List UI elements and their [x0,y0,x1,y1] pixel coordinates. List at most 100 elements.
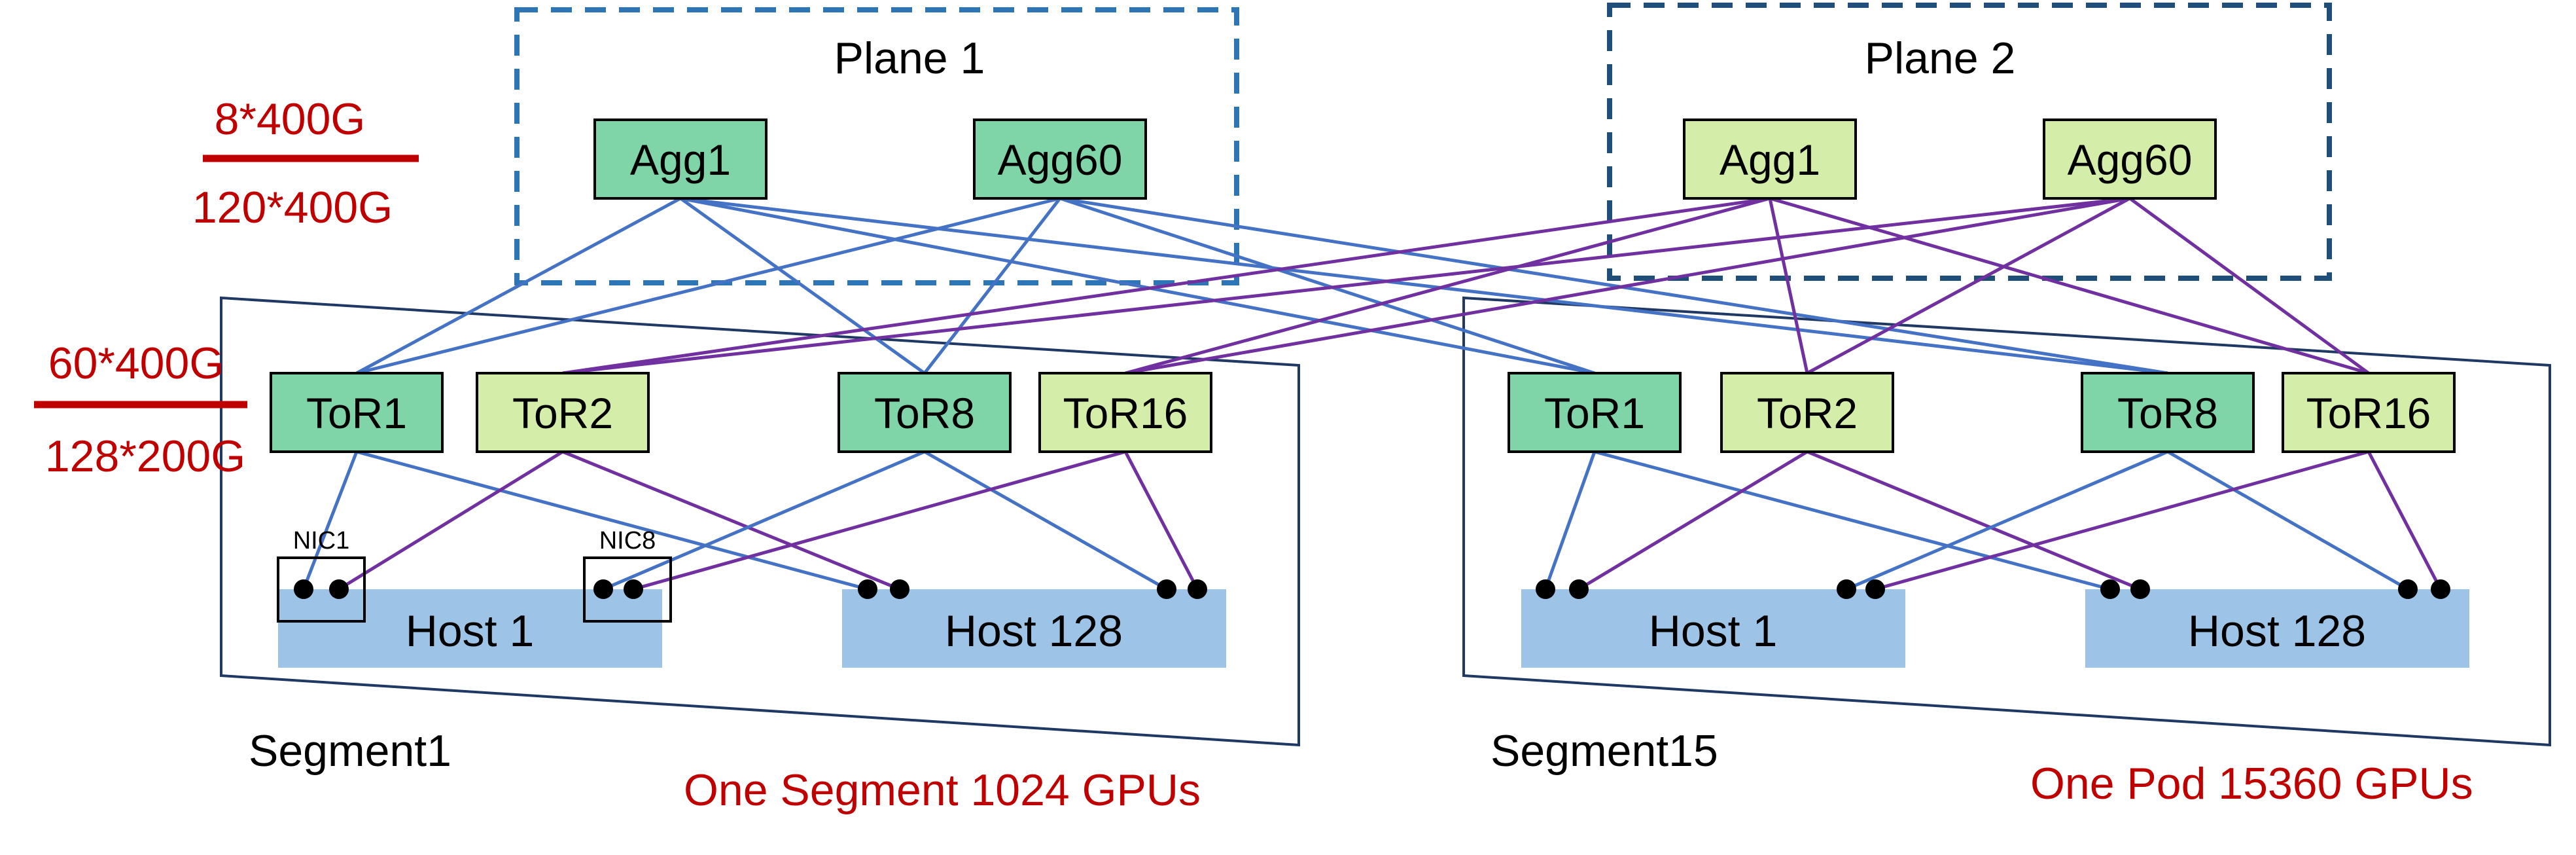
nic-port-dot [890,579,909,599]
switch-label: ToR2 [1757,389,1858,437]
plane2-link [562,196,1771,375]
switch-box [1508,372,1682,453]
plane1-link [1059,196,1595,375]
agg-switch-p1a60: Agg60 [973,118,1147,200]
switch-box [2282,372,2456,453]
plane1-link [1544,451,1597,590]
host-label: Host 1 [1649,606,1778,656]
nic-port-dot [858,579,877,599]
nic1-label: NIC1 [293,527,350,555]
switch-label: ToR16 [1063,389,1188,437]
switch-box [1720,372,1894,453]
plane2-link [1125,196,2130,375]
switch-label: Agg60 [2068,136,2193,184]
host-label: Host 1 [406,606,535,656]
plane2-link [1875,450,2369,591]
nic-port-dot [2431,579,2450,599]
segment15-name: Segment15 [1491,726,1718,776]
nic-port-dot [329,579,349,599]
tor-switch-s15t16: ToR16 [2282,372,2456,453]
plane2-link [2128,196,2370,375]
tor-switch-s15t1: ToR1 [1508,372,1682,453]
nic-port-dot [2130,579,2150,599]
plane2-link [1768,198,1809,374]
plane2-link [1578,450,1808,591]
nic-port-dot [2100,579,2120,599]
plane1-box [514,7,1239,285]
switch-box [270,372,444,453]
nic-port-dot [593,579,613,599]
switch-box [838,372,1012,453]
switch-label: Agg1 [630,136,731,184]
switch-label: ToR1 [306,389,407,437]
links-layer [302,196,2443,591]
plane1-link [680,196,1595,375]
plane1-link [2166,450,2409,591]
tor-uplink-bandwidth: 60*400G [48,338,224,388]
plane1-link [1594,450,2111,591]
plane1-link [1059,196,2168,375]
nic-port-dot [1865,579,1885,599]
plane1-link [356,450,868,591]
plane2-link [2367,450,2443,591]
switch-box [593,118,768,200]
switch-box [2043,118,2217,200]
plane2-link [1125,196,1771,375]
plane1-link [680,196,2168,375]
switch-label: Agg60 [998,136,1123,184]
switch-label: ToR1 [1544,389,1645,437]
agg-switch-p2a1: Agg1 [1683,118,1857,200]
nic-port-dot [1837,579,1856,599]
tor-switch-s1t1: ToR1 [270,372,444,453]
nic-port-dot [1157,579,1176,599]
agg-downlink-bandwidth: 120*400G [192,183,393,232]
switch-box [1683,118,1857,200]
host-block [1521,589,1905,668]
switch-label: ToR8 [874,389,975,437]
segment1-outline [220,296,1300,747]
nic8-label: NIC8 [599,527,656,555]
nic-port-dot [624,579,643,599]
plane2-link [1123,450,1199,591]
switch-box [476,372,650,453]
plane1-title: Plane 1 [834,33,985,83]
plane2-link [1806,196,2131,375]
switch-label: ToR16 [2306,389,2431,437]
tor-switch-s1t8: ToR8 [838,372,1012,453]
plane2-link [1769,196,2369,375]
plane2-link [1807,450,2141,591]
plane1-link [302,451,359,590]
plane1-link [1846,450,2168,591]
tor-switch-s1t16: ToR16 [1038,372,1212,453]
nic-port-dot [294,579,313,599]
nic1-box [277,556,366,623]
tor-switch-s15t2: ToR2 [1720,372,1894,453]
host-block [278,589,662,668]
switch-label: ToR8 [2117,389,2218,437]
switch-label: Agg1 [1720,136,1820,184]
nic-port-dot [1536,579,1555,599]
plane2-link [633,450,1126,591]
pod-caption: One Pod 15360 GPUs [2030,759,2473,809]
plane1-link [923,197,1061,374]
nic-ports-layer [294,579,2450,599]
plane2-title: Plane 2 [1865,33,2016,83]
nic-port-dot [2398,579,2418,599]
plane1-link [355,196,682,375]
plane1-link [679,196,926,375]
nic-port-dot [1569,579,1589,599]
switch-box [973,118,1147,200]
nic8-box [583,556,672,623]
segment1-name: Segment1 [249,726,451,776]
tor-switch-s15t8: ToR8 [2081,372,2255,453]
plane2-link [562,450,900,591]
tor-switch-s1t2: ToR2 [476,372,650,453]
nic-port-dot [1188,579,1207,599]
tor-downlink-bandwidth: 128*200G [45,431,245,481]
segment-caption: One Segment 1024 GPUs [684,765,1201,815]
plane1-link [603,450,925,591]
host-label: Host 128 [2188,606,2366,656]
agg-switch-p2a60: Agg60 [2043,118,2217,200]
